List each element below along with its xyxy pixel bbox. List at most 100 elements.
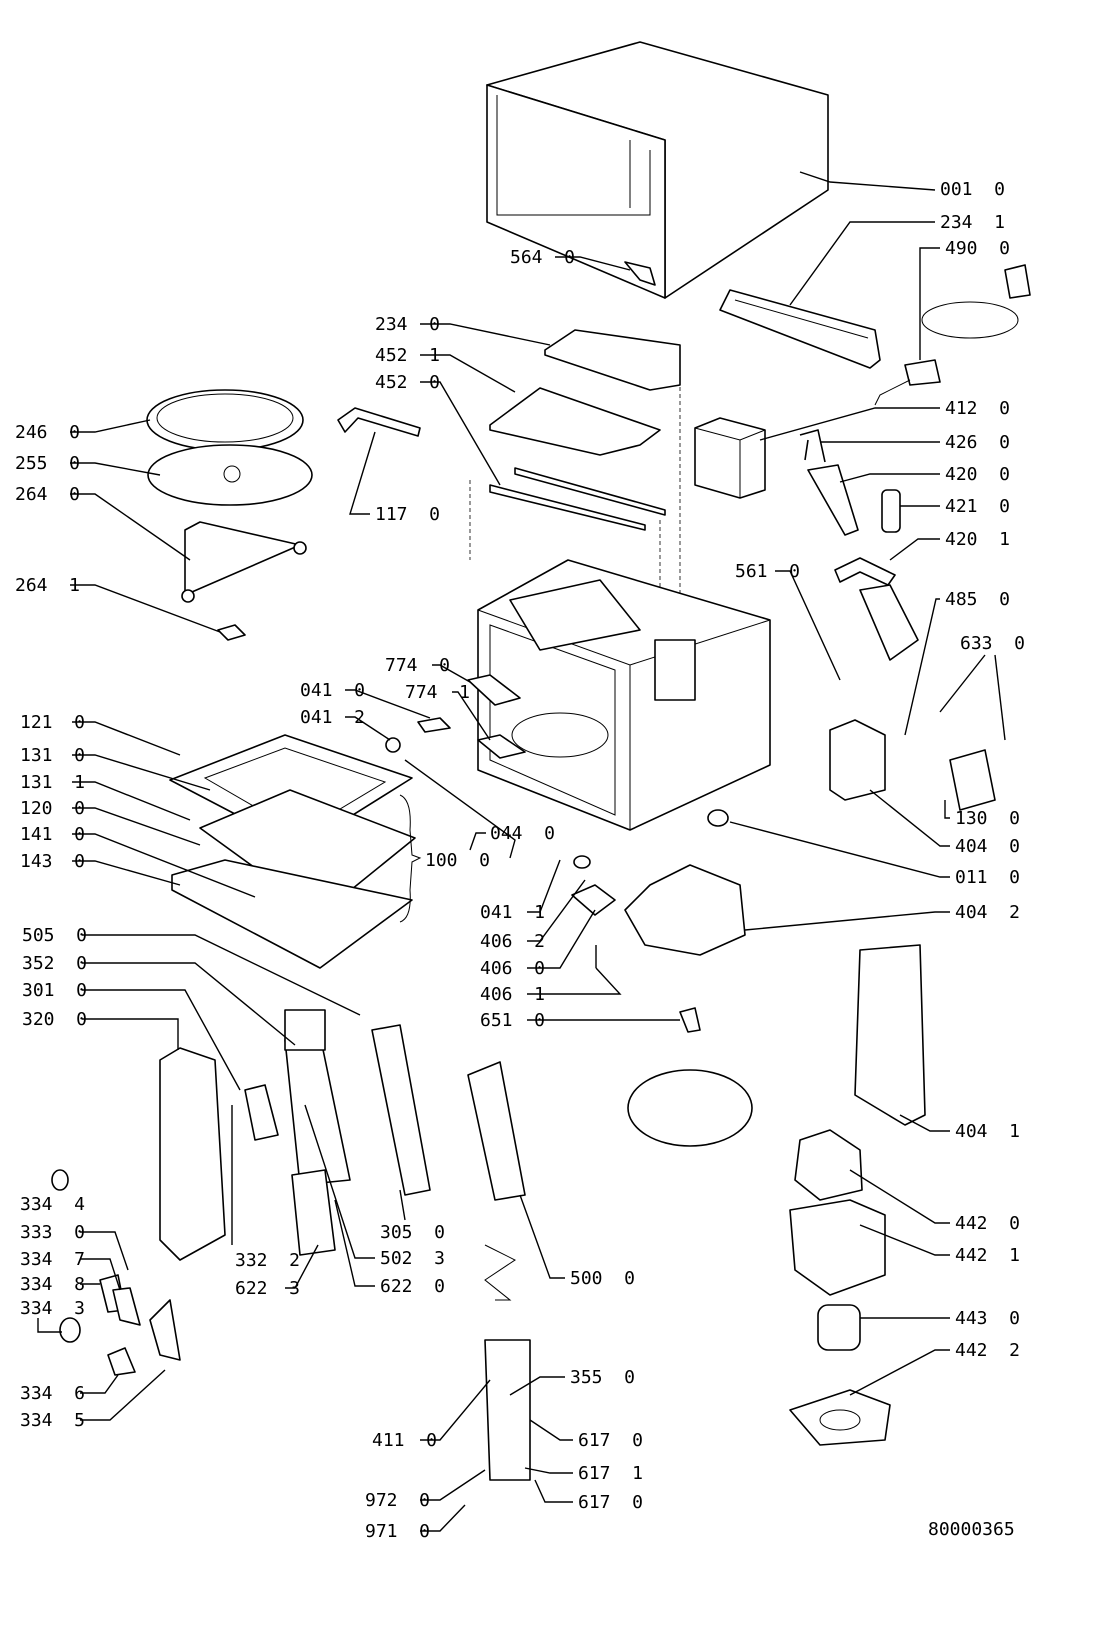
part-label: 411 0 xyxy=(372,1430,437,1451)
leader-line xyxy=(70,419,151,433)
part-label: 334 7 xyxy=(20,1249,85,1270)
part-label: 622 3 xyxy=(235,1278,300,1299)
part-label: 117 0 xyxy=(375,504,440,525)
bracket-117 xyxy=(337,407,421,437)
part-label: 774 0 xyxy=(385,655,450,676)
leader-line xyxy=(527,859,561,913)
part-label: 406 1 xyxy=(480,984,545,1005)
leader-line xyxy=(285,1244,319,1289)
control-board xyxy=(284,1009,351,1186)
leader-line xyxy=(775,570,841,681)
part-label: 334 8 xyxy=(20,1274,85,1295)
fuse-holder xyxy=(829,719,886,801)
leader-line xyxy=(72,833,256,898)
part-label: 334 5 xyxy=(20,1410,85,1431)
leader-line xyxy=(37,1318,62,1333)
part-label: 617 0 xyxy=(578,1430,643,1451)
leader-line xyxy=(82,1018,179,1050)
part-label: 334 4 xyxy=(20,1194,85,1215)
control-panel xyxy=(159,1047,226,1261)
part-label: 334 6 xyxy=(20,1383,85,1404)
leader-line xyxy=(334,1199,375,1287)
leader-line xyxy=(72,781,191,821)
leader-line xyxy=(82,989,241,1091)
part-label: 452 1 xyxy=(375,345,440,366)
turntable-plate xyxy=(147,444,313,506)
leader-line xyxy=(799,171,936,191)
cover-plate xyxy=(627,1069,753,1147)
part-label: 617 0 xyxy=(578,1492,643,1513)
part-label: 426 0 xyxy=(945,432,1010,453)
leader-line xyxy=(859,1224,950,1256)
roller-ring xyxy=(181,521,307,603)
leader-line xyxy=(469,832,486,851)
leader-line xyxy=(869,789,950,847)
leader-line xyxy=(994,654,1006,741)
leader-line xyxy=(849,1169,950,1224)
capacitor-bracket xyxy=(834,557,919,661)
part-label: 246 0 xyxy=(15,422,80,443)
leader-line xyxy=(839,473,940,483)
part-label: 143 0 xyxy=(20,851,85,872)
power-cord xyxy=(874,264,1031,406)
leader-line xyxy=(944,800,950,819)
heater-cover xyxy=(489,387,661,456)
part-label: 355 0 xyxy=(570,1367,635,1388)
part-label: 412 0 xyxy=(945,398,1010,419)
leader-line xyxy=(524,1467,573,1474)
part-label: 561 0 xyxy=(735,561,800,582)
leader-line xyxy=(80,1374,119,1394)
coupler xyxy=(217,624,246,641)
leader-line xyxy=(70,462,161,476)
part-label: 971 0 xyxy=(365,1521,430,1542)
fan-motor xyxy=(794,1129,863,1201)
leader-line xyxy=(889,538,940,561)
leader-line xyxy=(72,721,181,756)
fan-base xyxy=(789,1389,891,1446)
part-label: 406 0 xyxy=(480,958,545,979)
door-panel xyxy=(171,859,413,969)
part-label: 131 1 xyxy=(20,772,85,793)
part-label: 564 0 xyxy=(510,247,575,268)
leader-line xyxy=(349,431,376,515)
rod-044 xyxy=(404,759,516,859)
leader-line xyxy=(420,1379,491,1441)
clip-part xyxy=(624,261,656,286)
part-label: 320 0 xyxy=(22,1009,87,1030)
leader-line xyxy=(72,860,181,886)
part-label: 622 0 xyxy=(380,1276,445,1297)
leader-line xyxy=(904,598,940,736)
leader-line xyxy=(80,1369,166,1421)
keypad xyxy=(244,1084,279,1141)
leader-line xyxy=(345,716,391,741)
part-label: 011 0 xyxy=(955,867,1020,888)
part-label: 234 0 xyxy=(375,314,440,335)
switch xyxy=(949,749,996,811)
cabinet-cover xyxy=(486,41,829,299)
leader-line xyxy=(70,493,191,561)
board-500-upper xyxy=(467,1061,526,1201)
part-label: 141 0 xyxy=(20,824,85,845)
part-label: 264 0 xyxy=(15,484,80,505)
leader-line xyxy=(432,664,471,683)
capacitor-small xyxy=(881,489,901,533)
part-label: 121 0 xyxy=(20,712,85,733)
part-label: 334 3 xyxy=(20,1298,85,1319)
leader-line xyxy=(452,691,491,741)
plate-774-1 xyxy=(477,734,526,759)
part-label: 131 0 xyxy=(20,745,85,766)
leader-line xyxy=(939,654,986,713)
part-label: 505 0 xyxy=(22,925,87,946)
leader-line xyxy=(759,407,940,441)
part-label: 404 2 xyxy=(955,902,1020,923)
part-label: 264 1 xyxy=(15,575,80,596)
part-label: 442 1 xyxy=(955,1245,1020,1266)
leader-line xyxy=(82,934,361,1016)
air-guide-404-1 xyxy=(854,944,926,1126)
plate-774-0 xyxy=(467,674,521,706)
glass-plate xyxy=(146,389,304,451)
part-label: 490 0 xyxy=(945,238,1010,259)
door-hinge xyxy=(385,717,451,753)
board-622 xyxy=(291,1169,336,1256)
